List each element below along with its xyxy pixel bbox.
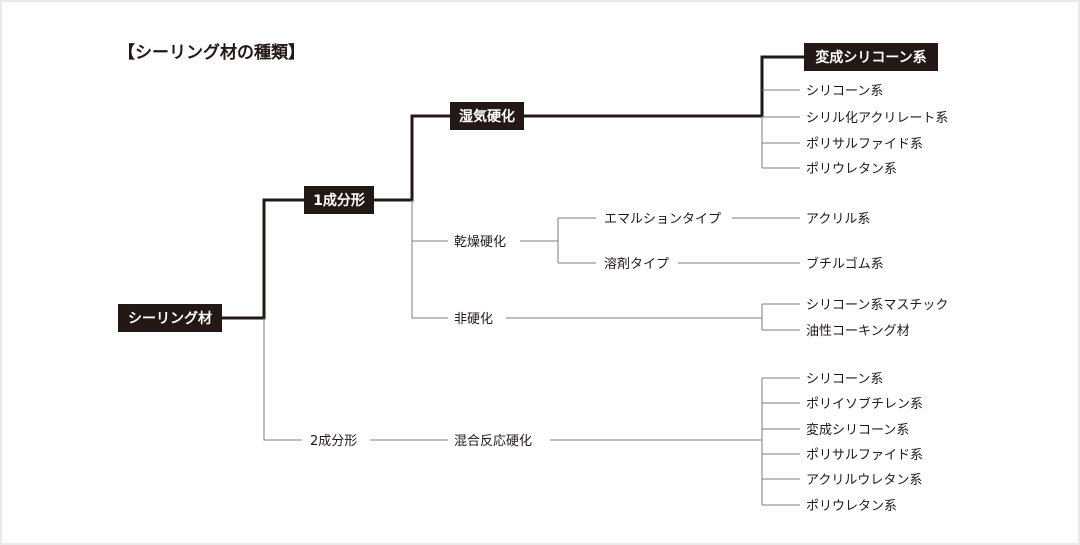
connector-root-onepart bbox=[222, 198, 304, 320]
diagram-title: 【シーリング材の種類】 bbox=[118, 42, 305, 63]
non-curing-type-item: シリコーン系マスチック bbox=[806, 298, 948, 313]
connector-root-twopart bbox=[263, 318, 302, 441]
root-node: シーリング材 bbox=[118, 304, 222, 332]
mixed-type-item: ポリサルファイド系 bbox=[806, 448, 923, 463]
mixed-reaction-node: 混合反応硬化 bbox=[454, 434, 532, 449]
moisture-cure-node-label: 湿気硬化 bbox=[459, 108, 515, 125]
non-curing-node: 非硬化 bbox=[454, 312, 493, 327]
modified-silicone-node-label: 変成シリコーン系 bbox=[815, 49, 926, 66]
mixed-type-item: ポリイソブチレン系 bbox=[806, 396, 923, 412]
one-part-node: 1成分形 bbox=[304, 186, 374, 214]
moisture-type-item: ポリサルファイド系 bbox=[806, 137, 923, 152]
non-curing-type-item: 油性コーキング材 bbox=[806, 324, 910, 339]
mixed-type-item: アクリルウレタン系 bbox=[806, 473, 922, 488]
moisture-cure-node: 湿気硬化 bbox=[450, 102, 524, 130]
connector-moisture-modified bbox=[524, 55, 804, 118]
root-node-label: シーリング材 bbox=[128, 310, 212, 327]
drying-cure-node: 乾燥硬化 bbox=[454, 235, 506, 250]
connector-onepart-trunk bbox=[411, 200, 448, 319]
two-part-node: 2成分形 bbox=[310, 434, 357, 449]
moisture-type-item: ポリウレタン系 bbox=[806, 162, 897, 177]
modified-silicone-node: 変成シリコーン系 bbox=[804, 43, 938, 71]
emulsion-type-node: エマルションタイプ bbox=[604, 212, 721, 227]
butyl-rubber-node: ブチルゴム系 bbox=[806, 256, 884, 272]
moisture-type-item: シリル化アクリレート系 bbox=[806, 111, 948, 126]
solvent-type-node: 溶剤タイプ bbox=[604, 256, 669, 272]
mixed-type-item: 変成シリコーン系 bbox=[806, 422, 909, 438]
connector-onepart-moisture bbox=[374, 114, 450, 202]
one-part-node-label: 1成分形 bbox=[313, 192, 365, 209]
mixed-type-item: ポリウレタン系 bbox=[806, 499, 897, 514]
mixed-type-item: シリコーン系 bbox=[806, 372, 883, 387]
acrylic-node: アクリル系 bbox=[806, 212, 870, 227]
moisture-type-item: シリコーン系 bbox=[806, 84, 883, 99]
